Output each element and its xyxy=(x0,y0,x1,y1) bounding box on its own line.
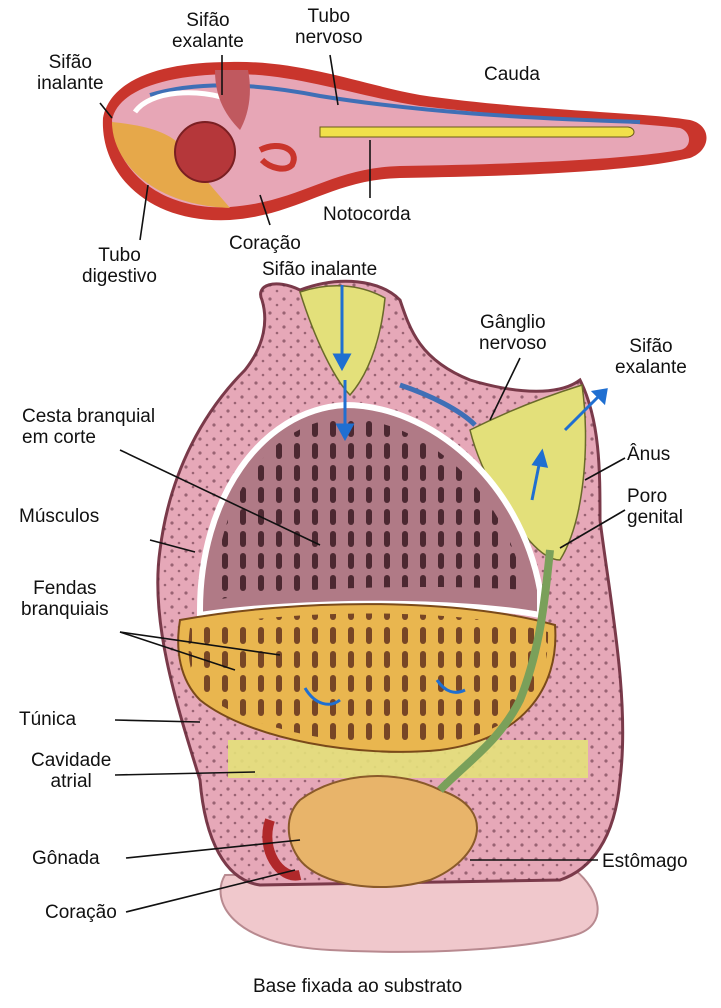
label-adult-estomago: Estômago xyxy=(602,851,688,872)
larva-tail-notochord xyxy=(320,127,634,137)
label-larva-cauda: Cauda xyxy=(484,64,540,85)
adult-drawing xyxy=(158,281,623,952)
label-adult-ganglio-nervoso: Gânglio nervoso xyxy=(479,312,547,354)
label-adult-anus: Ânus xyxy=(627,444,670,465)
label-larva-tubo-digestivo: Tubo digestivo xyxy=(82,245,157,287)
label-adult-sifao-exalante: Sifão exalante xyxy=(615,336,687,378)
label-larva-coracao: Coração xyxy=(229,233,301,254)
label-adult-cesta-branquial: Cesta branquial em corte xyxy=(22,406,155,448)
label-adult-fendas-branquiais: Fendas branquiais xyxy=(21,578,109,620)
label-adult-cavidade-atrial: Cavidade atrial xyxy=(31,750,111,792)
adult-gut xyxy=(289,776,477,887)
label-adult-sifao-inalante: Sifão inalante xyxy=(262,259,377,280)
label-larva-sifao-exalante: Sifão exalante xyxy=(172,10,244,52)
label-adult-coracao: Coração xyxy=(45,902,117,923)
label-adult-musculos: Músculos xyxy=(19,506,99,527)
larva-gonad xyxy=(175,122,235,182)
label-larva-tubo-nervoso: Tubo nervoso xyxy=(295,6,363,48)
label-adult-gonada: Gônada xyxy=(32,848,100,869)
label-adult-poro-genital: Poro genital xyxy=(627,486,683,528)
larva-drawing xyxy=(103,62,707,220)
label-adult-base: Base fixada ao substrato xyxy=(253,976,462,997)
label-adult-tunica: Túnica xyxy=(19,709,76,730)
label-larva-sifao-inalante: Sifão inalante xyxy=(37,52,104,94)
label-larva-notocorda: Notocorda xyxy=(323,204,411,225)
